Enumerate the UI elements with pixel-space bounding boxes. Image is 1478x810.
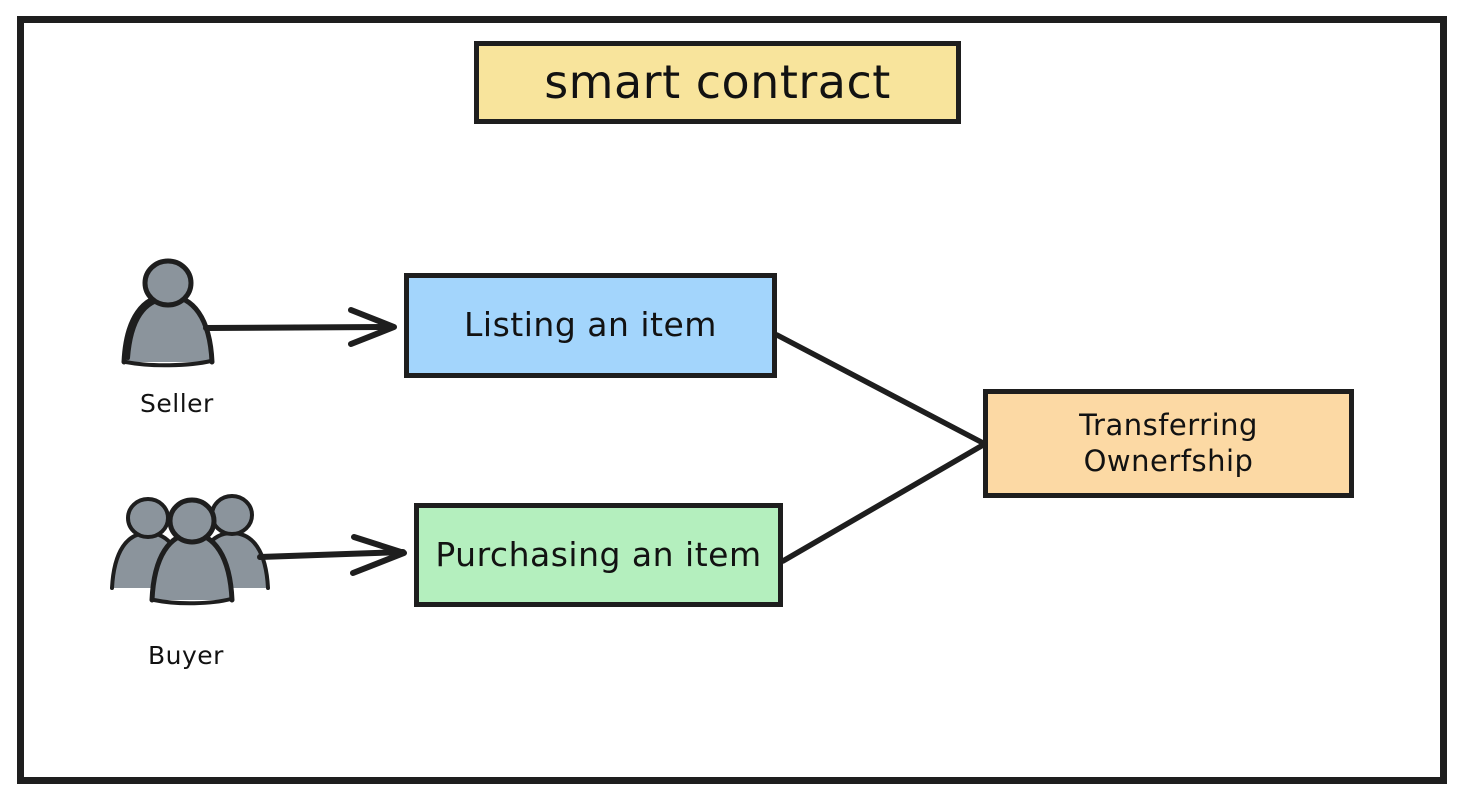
actor-label-seller: Seller — [140, 389, 214, 418]
node-purchasing-an-item[interactable]: Purchasing an item — [414, 503, 783, 607]
node-smart-contract[interactable]: smart contract — [474, 41, 961, 124]
node-transferring-ownership[interactable]: Transferring Ownerfship — [983, 389, 1354, 498]
actor-label-buyer: Buyer — [148, 641, 224, 670]
node-listing-an-item[interactable]: Listing an item — [404, 273, 777, 378]
diagram-frame — [17, 16, 1447, 784]
